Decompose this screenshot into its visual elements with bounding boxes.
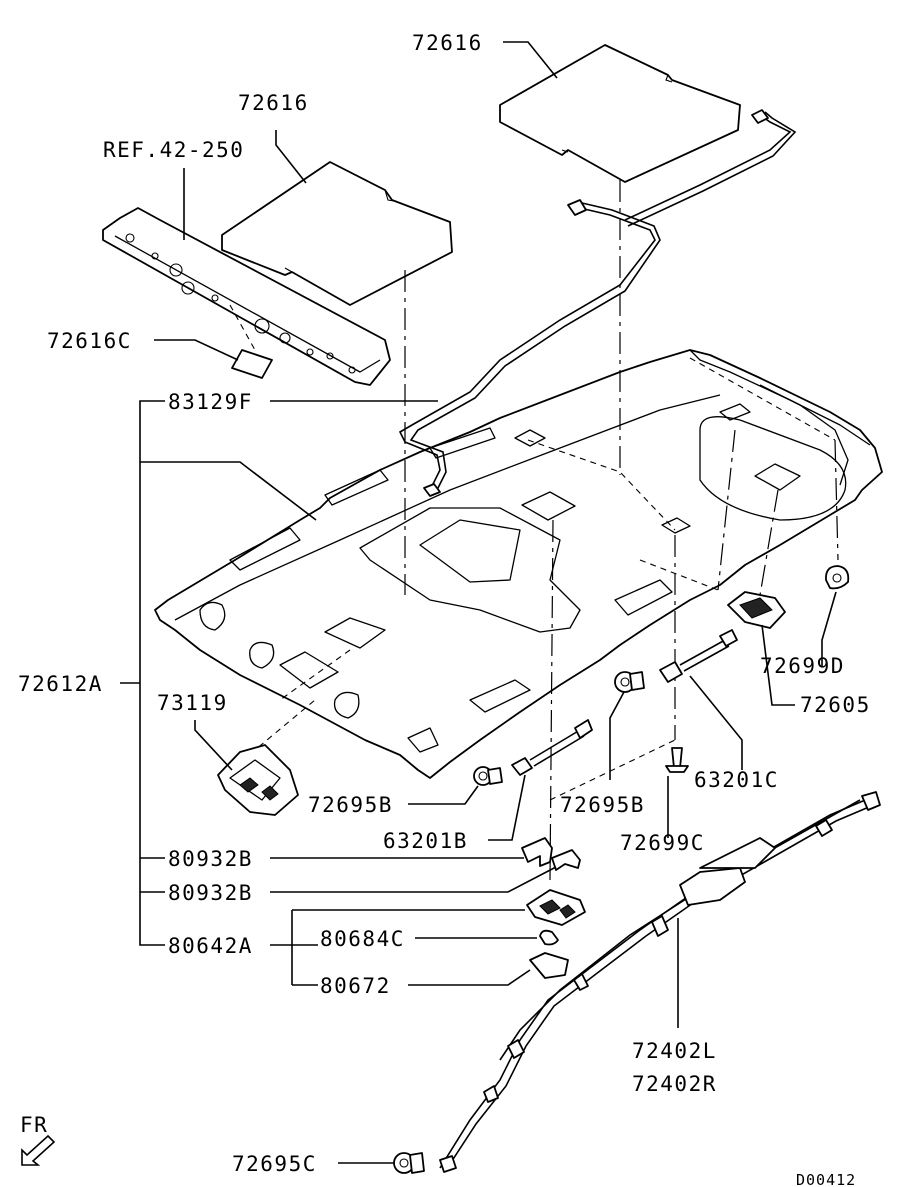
push-clip-72699d (825, 565, 850, 590)
label-63201c: 63201C (694, 768, 779, 792)
label-72616-top: 72616 (412, 31, 483, 55)
label-72695c: 72695C (232, 1152, 317, 1176)
headlining-body (154, 349, 883, 779)
wiring-harness-83129f (398, 109, 797, 497)
cover-72605 (727, 591, 786, 629)
bracket-80932b-1 (521, 837, 553, 867)
lens-80672 (529, 952, 569, 979)
push-clip-72699c (665, 747, 689, 773)
visor-holder-63201c (659, 629, 738, 683)
visor-holder-63201b (511, 719, 593, 776)
label-80684c: 80684C (320, 927, 405, 951)
curtain-airbag-72402 (439, 791, 881, 1173)
leader-lines (120, 41, 837, 1164)
label-83129f: 83129F (168, 390, 253, 414)
label-72605: 72605 (800, 693, 871, 717)
label-72616c: 72616C (47, 329, 132, 353)
label-72699c: 72699C (620, 831, 705, 855)
label-72616-left: 72616 (238, 91, 309, 115)
fr-arrow-icon (21, 1134, 56, 1166)
pad-72616c (231, 349, 273, 379)
sound-pad-left (221, 161, 453, 306)
alignment-lines (224, 180, 839, 881)
clip-72695b-left (473, 766, 503, 786)
clip-72695c (393, 1152, 425, 1174)
bracket-80932b-2 (551, 849, 581, 871)
label-72695b-right: 72695B (560, 793, 645, 817)
label-ref-42-250: REF.42-250 (103, 138, 244, 162)
clip-72695b-right (614, 671, 645, 693)
roof-panel-front (102, 207, 391, 386)
label-72402l: 72402L (632, 1039, 717, 1063)
sound-pad-upper (499, 44, 741, 183)
lamp-80684c (526, 889, 586, 926)
diagram-code: D00412 (796, 1171, 856, 1187)
label-80932b-2: 80932B (168, 881, 253, 905)
fr-text: FR (20, 1113, 48, 1137)
label-80672: 80672 (320, 974, 391, 998)
bulb-80684c (539, 929, 559, 946)
label-72699d: 72699D (760, 654, 845, 678)
label-80642a: 80642A (168, 934, 253, 958)
front-direction-marker: FR (20, 1113, 56, 1166)
label-73119: 73119 (157, 691, 228, 715)
label-72695b-left: 72695B (308, 793, 393, 817)
label-72612a: 72612A (18, 672, 103, 696)
label-63201b: 63201B (383, 829, 468, 853)
label-80932b-1: 80932B (168, 847, 253, 871)
map-lamp-73119 (217, 744, 299, 816)
label-72402r: 72402R (632, 1072, 717, 1096)
